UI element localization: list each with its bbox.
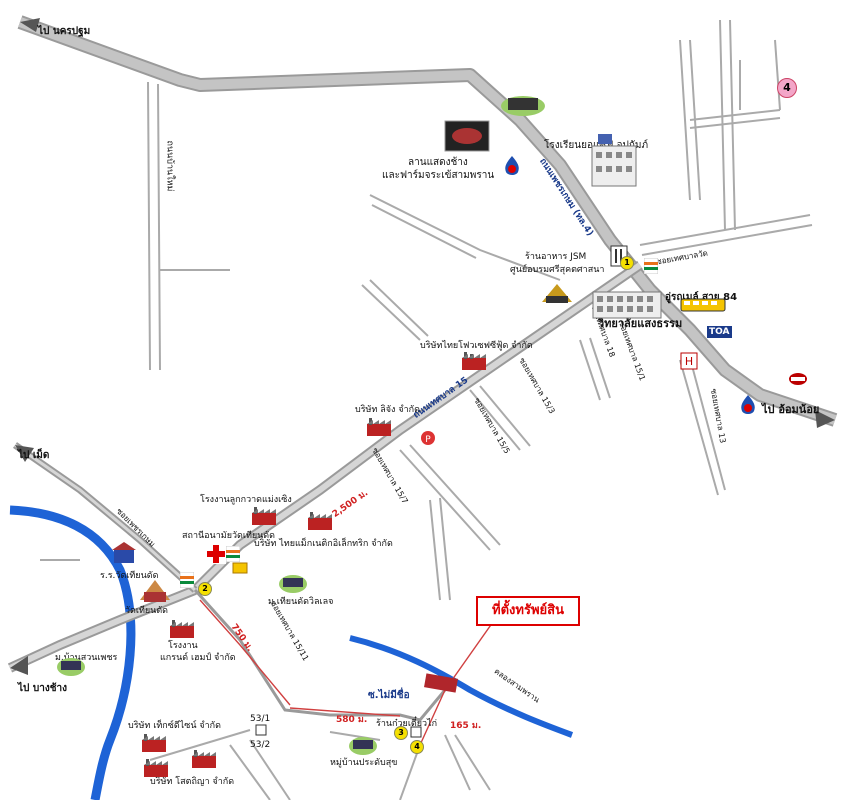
dir-met: ไป เม็ด — [18, 450, 50, 461]
badge-4: 4 — [410, 740, 424, 754]
college-building-icon — [592, 291, 662, 319]
svg-text:H: H — [685, 355, 693, 368]
label-ban-suan: ม.บ้านสวนเพชร — [55, 653, 118, 663]
label-sangdham: วิทยาลัยแสงธรรม — [598, 317, 683, 330]
gas-station-icon — [741, 395, 755, 414]
label-crocodile: และฟาร์มจระเข้สามพราน — [382, 170, 495, 181]
bus-icon — [680, 298, 726, 312]
dir-nakhon-pathom: ไป นครปฐม — [38, 26, 91, 37]
school-building-icon — [591, 134, 637, 187]
label-thai-magnet: บริษัท ไทยแม็กเนติกอิเล็กทริก จำกัด — [254, 539, 393, 549]
village-icon — [349, 737, 377, 755]
route-750 — [199, 599, 291, 706]
village-icon — [279, 575, 307, 593]
building-icon — [501, 96, 545, 116]
route-165 — [419, 689, 446, 746]
dir-om-noi: ไป อ้อมน้อย — [762, 403, 820, 416]
property-lot — [424, 673, 458, 693]
arrow-bang-len — [10, 656, 28, 675]
label-restaurant: ร้านอาหาร JSM — [525, 252, 587, 262]
svg-text:P: P — [425, 435, 431, 445]
gas-station-icon — [505, 156, 519, 175]
hospital-icon — [206, 544, 226, 564]
label-grand-hemp: แกรนด์ เฮมป์ จำกัด — [160, 653, 236, 663]
label-techno: บริษัท เท็กซ์ดีไซน์ จำกัด — [128, 721, 221, 731]
label-sonthiya: บริษัท โสตถิญา จำกัด — [150, 777, 235, 787]
nissan-icon — [789, 373, 807, 385]
soi-1511 — [193, 588, 447, 722]
label-elephant: ลานแสดงช้าง — [408, 157, 468, 168]
seven-eleven-icon — [180, 572, 194, 588]
badge-3: 3 — [394, 726, 408, 740]
elephant-show-icon — [444, 120, 490, 152]
factory-icon — [170, 620, 194, 638]
river-left — [9, 505, 136, 800]
honda-icon: H — [680, 352, 698, 370]
seven-eleven-icon — [644, 258, 658, 274]
label-village-pradab: หมู่บ้านประดับสุข — [330, 758, 398, 768]
road-label-ban-mai: ถนนบ้านใหม่ — [164, 140, 175, 192]
village-icon — [57, 658, 85, 676]
label-noodle: ร้านก๋วยเตี๋ยวไก่ — [376, 719, 438, 729]
dist-580: 580 ม. — [336, 715, 368, 725]
label-531: 53/1 — [250, 714, 271, 724]
label-training: ศูนย์อบรมศรีสุคตศาสนา — [510, 265, 605, 275]
label-tian-dat-village: ม.เทียนดัดวิลเลจ — [268, 597, 334, 607]
badge-4-top: 4 — [777, 78, 797, 98]
factory-icon — [142, 734, 166, 752]
label-thai-food: บริษัทไทยโฟวเซฟซีฟู้ด จำกัด — [420, 341, 533, 351]
badge-2: 2 — [198, 582, 212, 596]
pt-station-icon: P — [421, 431, 435, 445]
post-icon — [232, 562, 248, 574]
marker-box-icon — [410, 726, 422, 738]
label-532: 53/2 — [250, 740, 271, 750]
label-bus84: อู่รถเมล์ สาย 84 — [665, 292, 738, 303]
marker-box-icon — [255, 724, 267, 736]
arrow-met — [15, 445, 34, 462]
route-580 — [289, 707, 401, 717]
label-hospital: สถานีอนามัยวัดเทียนดัด — [182, 531, 275, 541]
school-icon — [112, 542, 136, 563]
property-target-label: ที่ตั้งทรัพย์สิน — [476, 596, 580, 626]
road-label-mai-mi-chue: ซ.ไม่มีชื่อ — [368, 690, 410, 701]
temple-icon — [542, 284, 572, 303]
factory-icon — [144, 759, 168, 777]
label-prasit: โรงงาน — [168, 641, 198, 651]
factory-icon — [252, 507, 276, 525]
factory-icon — [462, 352, 486, 370]
label-rubber-factory: โรงงานลูกกวาดแม่งเซิง — [200, 495, 292, 505]
wat-icon — [140, 580, 170, 602]
arrow-om-noi — [815, 410, 835, 428]
label-wat-tian-dat: วัดเทียนดัด — [125, 606, 169, 616]
badge-1: 1 — [620, 256, 634, 270]
label-lichang: บริษัท ลิจัง จำกัด — [355, 405, 420, 415]
label-toa: TOA — [707, 326, 732, 338]
factory-icon — [367, 418, 391, 436]
arrow-nakhon-pathom — [20, 18, 40, 32]
label-wat-school: ร.ร.วัดเทียนดัด — [100, 571, 159, 581]
seven-eleven-icon — [226, 546, 240, 562]
factory-icon — [192, 750, 216, 768]
dist-165: 165 ม. — [450, 721, 482, 731]
dir-bang-len: ไป บางช้าง — [18, 683, 67, 694]
khlong-canal — [349, 635, 574, 738]
factory-icon — [308, 512, 332, 530]
